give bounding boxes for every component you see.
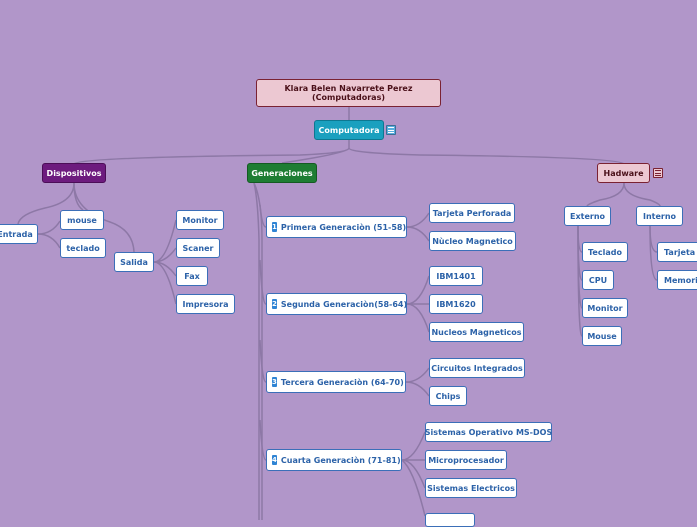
gen1-item-node[interactable]: Nùcleo Magnetico	[429, 231, 516, 251]
gen4-item-node[interactable]: Sistemas Operativo MS-DOS	[425, 422, 552, 442]
gen4-partial-node[interactable]	[425, 513, 475, 527]
computadora-node[interactable]: Computadora	[314, 120, 384, 140]
teclado-hw-node[interactable]: Teclado	[582, 242, 628, 262]
gen3-item-node[interactable]: Chips	[429, 386, 467, 406]
dispositivos-node[interactable]: Dispositivos	[42, 163, 106, 183]
generaciones-label: Generaciones	[251, 168, 313, 178]
hadware-label: Hadware	[603, 168, 644, 178]
salida-node[interactable]: Salida	[114, 252, 154, 272]
gen2-item-node[interactable]: IBM1401	[429, 266, 483, 286]
teclado-node[interactable]: teclado	[60, 238, 106, 258]
fax-node[interactable]: Fax	[176, 266, 208, 286]
impresora-node[interactable]: Impresora	[176, 294, 235, 314]
externo-node[interactable]: Externo	[564, 206, 611, 226]
dispositivos-label: Dispositivos	[46, 168, 102, 178]
generacion-3-node[interactable]: 3 Tercera Generaciòn (64-70)	[266, 371, 406, 393]
generacion-1-node[interactable]: 1 Primera Generaciòn (51-58)	[266, 216, 407, 238]
number-icon: 1	[272, 222, 277, 232]
scaner-node[interactable]: Scaner	[176, 238, 220, 258]
cpu-node[interactable]: CPU	[582, 270, 614, 290]
generacion-4-node[interactable]: 4 Cuarta Generaciòn (71-81)	[266, 449, 402, 471]
notes-icon[interactable]	[386, 125, 396, 135]
memoria-node[interactable]: Memoria	[657, 270, 697, 290]
tarjeta-madre-node[interactable]: Tarjeta M	[657, 242, 697, 262]
number-icon: 3	[272, 377, 277, 387]
root-title: Klara Belen Navarrete Perez	[284, 84, 413, 93]
monitor-node[interactable]: Monitor	[176, 210, 224, 230]
gen1-item-node[interactable]: Tarjeta Perforada	[429, 203, 515, 223]
monitor-hw-node[interactable]: Monitor	[582, 298, 628, 318]
root-node[interactable]: Klara Belen Navarrete Perez (Computadora…	[256, 79, 441, 107]
interno-node[interactable]: Interno	[636, 206, 683, 226]
number-icon: 4	[272, 455, 277, 465]
number-icon: 2	[272, 299, 277, 309]
hadware-node[interactable]: Hadware	[597, 163, 650, 183]
entrada-node[interactable]: Entrada	[0, 224, 38, 244]
root-subtitle: (Computadoras)	[312, 93, 385, 102]
gen3-item-node[interactable]: Circuitos Integrados	[429, 358, 525, 378]
generaciones-node[interactable]: Generaciones	[247, 163, 317, 183]
mouse-node[interactable]: mouse	[60, 210, 104, 230]
gen4-item-node[interactable]: Sistemas Electricos	[425, 478, 517, 498]
notes-icon[interactable]	[653, 168, 663, 178]
gen4-item-node[interactable]: Microprocesador	[425, 450, 507, 470]
generacion-2-node[interactable]: 2 Segunda Generaciòn(58-64)	[266, 293, 407, 315]
computadora-label: Computadora	[318, 125, 380, 135]
gen2-item-node[interactable]: IBM1620	[429, 294, 483, 314]
mouse-hw-node[interactable]: Mouse	[582, 326, 622, 346]
gen2-item-node[interactable]: Nucleos Magneticos	[429, 322, 524, 342]
